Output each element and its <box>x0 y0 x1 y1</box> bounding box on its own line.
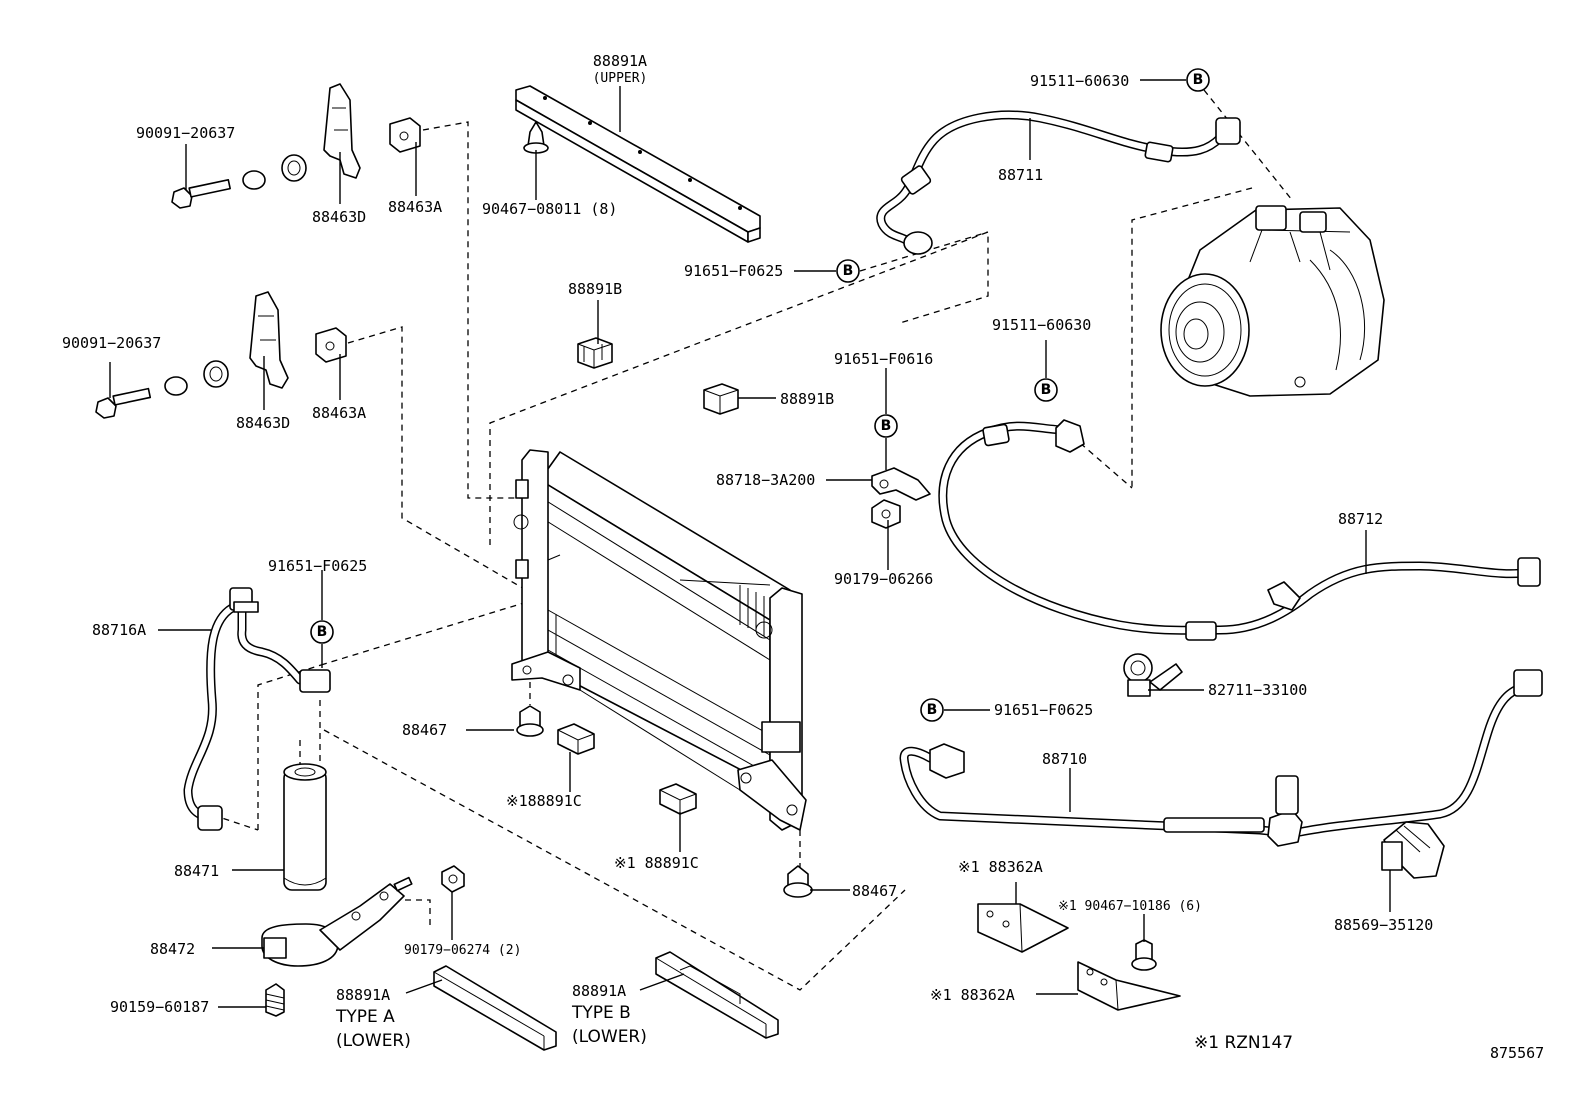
tube-88716a <box>183 587 331 831</box>
label-88472: 88472 <box>150 940 195 958</box>
hose-88712 <box>938 419 1541 641</box>
label-91651-f0625-b: 91651−F0625 <box>268 557 367 575</box>
label-88463d-a: 88463D <box>312 208 366 226</box>
label-88463a-a: 88463A <box>388 198 442 216</box>
label-88471: 88471 <box>174 862 219 880</box>
compressor <box>1160 205 1385 397</box>
ref-marker-b-4: B <box>874 414 898 438</box>
label-90467-10186: ※1 90467−10186 (6) <box>1058 899 1202 914</box>
label-88467-b: 88467 <box>852 882 897 900</box>
pad-88891c-a <box>557 723 595 755</box>
switch-82711-33100 <box>1123 653 1183 697</box>
grommet-88467-b <box>783 865 813 898</box>
label-88718-3a200: 88718−3A200 <box>716 471 815 489</box>
label-88463d-b: 88463D <box>236 414 290 432</box>
bolt-90091-20637-a <box>171 154 307 209</box>
footnote: ※1 RZN147 <box>1194 1033 1293 1053</box>
clip-88463a-b <box>315 327 347 363</box>
bolt-90159-60187 <box>265 983 285 1017</box>
diagram-id: 875567 <box>1490 1044 1544 1062</box>
pad-88891c-b <box>659 783 697 815</box>
receiver-88471 <box>283 763 327 891</box>
pad-88891b-b <box>703 383 739 415</box>
label-82711-33100: 82711−33100 <box>1208 681 1307 699</box>
bracket-88463d-b <box>249 291 289 389</box>
ref-marker-b-6: B <box>920 698 944 722</box>
label-88891a-upper: 88891A <box>593 52 647 70</box>
grommet-90179-06266 <box>871 499 901 529</box>
bracket-88362a-b <box>1077 961 1181 1011</box>
seal-88891a-type-a <box>433 965 557 1051</box>
label-88891a-upper-sub: (UPPER) <box>593 71 648 86</box>
label-88891a-type-b-type: TYPE B <box>571 1003 631 1023</box>
label-88891a-type-a-pos: (LOWER) <box>336 1031 411 1051</box>
label-90091-20637-a: 90091−20637 <box>136 124 235 142</box>
svg-text:B: B <box>1041 382 1052 398</box>
label-88711: 88711 <box>998 166 1043 184</box>
tube-88710 <box>899 669 1543 847</box>
label-88712: 88712 <box>1338 510 1383 528</box>
leader-lines <box>109 79 1391 1008</box>
condenser-core <box>511 449 807 831</box>
label-88891a-type-b: 88891A <box>572 982 626 1000</box>
label-88362a-b: ※1 88362A <box>930 986 1015 1004</box>
svg-text:B: B <box>927 702 938 718</box>
clamp-88718-3a200 <box>871 467 931 501</box>
label-88463a-b: 88463A <box>312 404 366 422</box>
label-90159-60187: 90159−60187 <box>110 998 209 1016</box>
label-88891c-a: ※188891C <box>506 792 582 810</box>
grommet-88467-a <box>516 705 544 737</box>
seal-88891a-type-b <box>655 951 779 1039</box>
upper-seal-88891a <box>515 85 761 243</box>
label-88891a-type-a: 88891A <box>336 986 390 1004</box>
label-91651-f0616: 91651−F0616 <box>834 350 933 368</box>
label-88891b-b: 88891B <box>780 390 834 408</box>
label-88569-35120: 88569−35120 <box>1334 916 1433 934</box>
label-90179-06266: 90179−06266 <box>834 570 933 588</box>
label-91651-f0625-a: 91651−F0625 <box>684 262 783 280</box>
ref-marker-b-1: B <box>1186 68 1210 92</box>
ref-marker-b-5: B <box>310 620 334 644</box>
label-88716a: 88716A <box>92 621 146 639</box>
label-88362a-a: ※1 88362A <box>958 858 1043 876</box>
label-91511-60630-a: 91511−60630 <box>1030 72 1129 90</box>
label-90179-06274: 90179−06274 (2) <box>404 943 521 958</box>
label-88467-a: 88467 <box>402 721 447 739</box>
svg-text:B: B <box>843 263 854 279</box>
label-88891a-type-b-pos: (LOWER) <box>572 1027 647 1047</box>
pad-88891b-a <box>577 337 613 369</box>
label-88710: 88710 <box>1042 750 1087 768</box>
part-labels: 88891A (UPPER) 90467−08011 (8) 90091−206… <box>62 52 1544 1062</box>
bolt-90467-10186 <box>1131 939 1157 971</box>
bracket-88362a-a <box>977 903 1069 953</box>
label-88891b-a: 88891B <box>568 280 622 298</box>
bolt-90091-20637-b <box>95 360 229 419</box>
relief-valve-88569-35120 <box>1381 821 1445 879</box>
hose-88711 <box>876 110 1241 255</box>
nut-90179-06274 <box>441 865 465 893</box>
ref-marker-b-3: B <box>1034 378 1058 402</box>
label-90467-08011: 90467−08011 (8) <box>482 200 617 218</box>
label-88891a-type-a-type: TYPE A <box>335 1007 395 1027</box>
clip-88463a-a <box>389 117 421 153</box>
label-88891c-b: ※1 88891C <box>614 854 699 872</box>
ref-marker-b-2: B <box>836 259 860 283</box>
bracket-88463d-a <box>323 83 361 179</box>
svg-text:B: B <box>317 624 328 640</box>
label-90091-20637-b: 90091−20637 <box>62 334 161 352</box>
label-91511-60630-b: 91511−60630 <box>992 316 1091 334</box>
svg-text:B: B <box>1193 72 1204 88</box>
label-91651-f0625-c: 91651−F0625 <box>994 701 1093 719</box>
bracket-88472 <box>261 876 413 967</box>
svg-text:B: B <box>881 418 892 434</box>
